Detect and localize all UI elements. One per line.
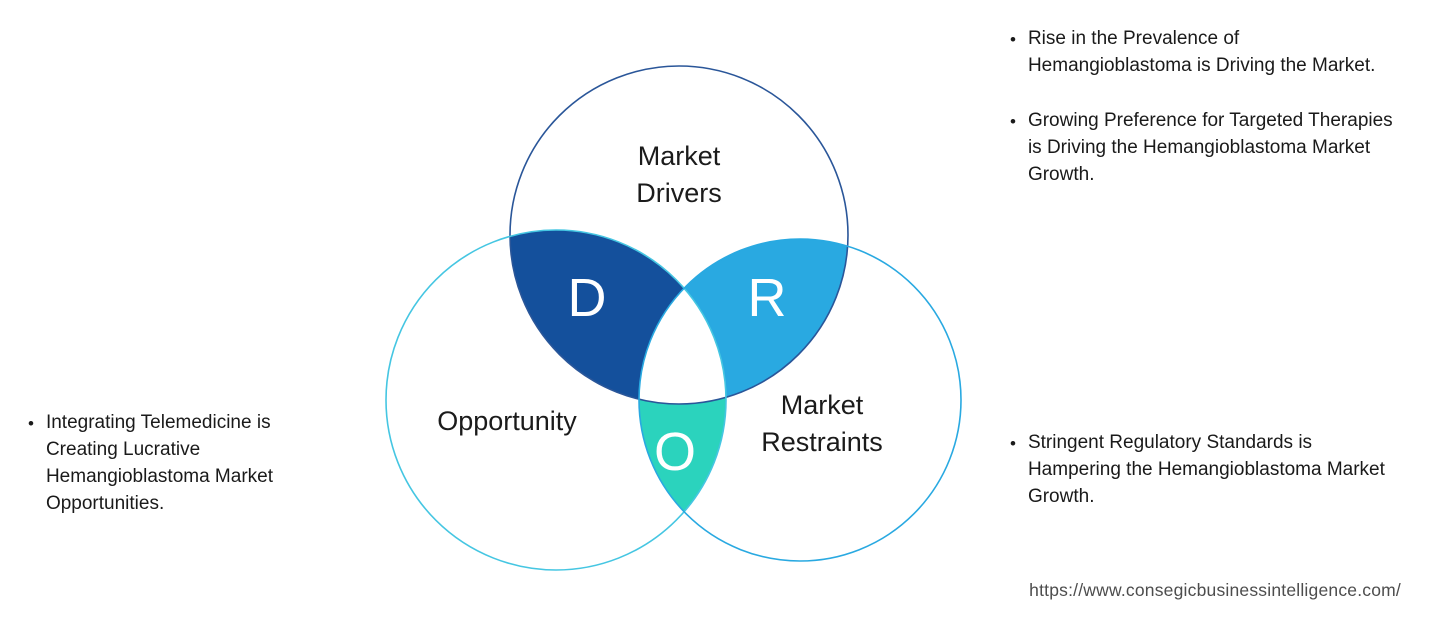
bullet-text: Stringent Regulatory Standards is Hamper… <box>1027 432 1385 507</box>
bullet-text: Growing Preference for Targeted Therapie… <box>1027 109 1393 185</box>
drivers-label-line2: Drivers <box>636 178 722 208</box>
opportunity-letter: O <box>654 422 696 482</box>
restraints-circle <box>638 238 962 562</box>
bullet-item: • Growing Preference for Targeted Therap… <box>1010 108 1402 189</box>
bullet-item: • Integrating Telemedicine is Creating L… <box>28 410 340 518</box>
drivers-circle <box>509 65 849 405</box>
restraints-letter: R <box>748 268 787 328</box>
restraints-label-line2: Restraints <box>761 427 883 457</box>
drivers-label-line1: Market <box>638 141 721 171</box>
bullet-dot: • <box>1010 111 1016 131</box>
restraints-bullet-block: • Stringent Regulatory Standards is Hamp… <box>1010 430 1410 511</box>
bullet-text: Integrating Telemedicine is Creating Luc… <box>45 412 273 514</box>
opportunity-bullet-block: • Integrating Telemedicine is Creating L… <box>28 410 340 518</box>
bullet-text: Rise in the Prevalence of Hemangioblasto… <box>1027 28 1376 76</box>
bullet-dot: • <box>28 414 34 433</box>
restraints-label-line1: Market <box>781 390 864 420</box>
bullet-dot: • <box>1010 30 1016 49</box>
bullet-item: • Stringent Regulatory Standards is Hamp… <box>1010 430 1410 511</box>
bullet-item: • Rise in the Prevalence of Hemangioblas… <box>1010 26 1402 80</box>
source-url: https://www.consegicbusinessintelligence… <box>1029 580 1401 600</box>
opportunity-circle <box>385 229 727 571</box>
opportunity-label: Opportunity <box>437 406 577 436</box>
bullet-dot: • <box>1010 434 1016 453</box>
drivers-letter: D <box>568 268 607 328</box>
drivers-bullet-block: • Rise in the Prevalence of Hemangioblas… <box>1010 26 1402 189</box>
